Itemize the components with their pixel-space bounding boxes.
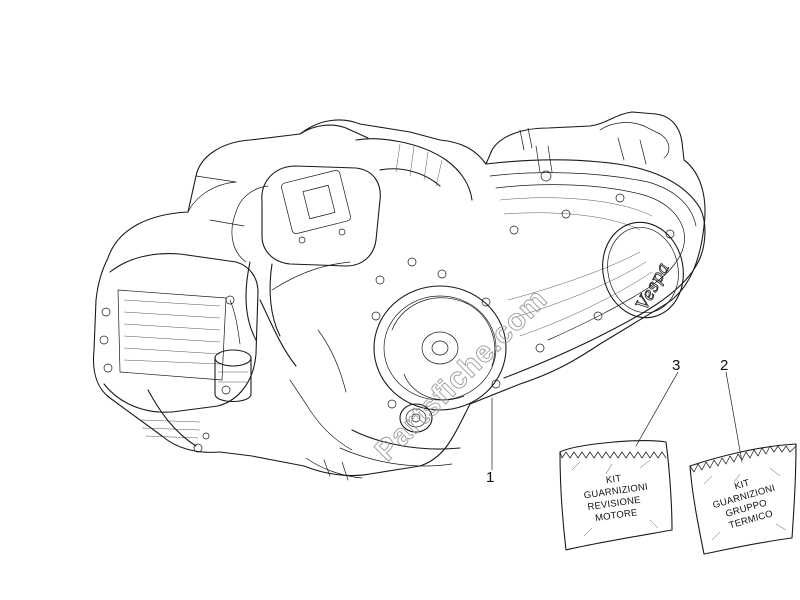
engine-logo-text: Vespa: [632, 260, 673, 314]
kit-3-line-1: KIT: [605, 473, 622, 486]
gasket-kit-bag-2: KIT GUARNIZIONI GRUPPO TERMICO: [689, 443, 797, 555]
leader-line-3: [635, 371, 679, 447]
engine-assembly: Vespa: [92, 111, 706, 481]
leader-line-2: [725, 371, 743, 463]
callout-number-1: 1: [486, 469, 494, 486]
callout-number-2: 2: [720, 357, 728, 374]
callout-number-3: 3: [672, 357, 680, 374]
watermark-text: Partsfiche.com: [369, 282, 554, 467]
kit-2-line-1: KIT: [733, 478, 751, 493]
gasket-kit-bag-3: KIT GUARNIZIONI REVISIONE MOTORE: [559, 440, 673, 551]
